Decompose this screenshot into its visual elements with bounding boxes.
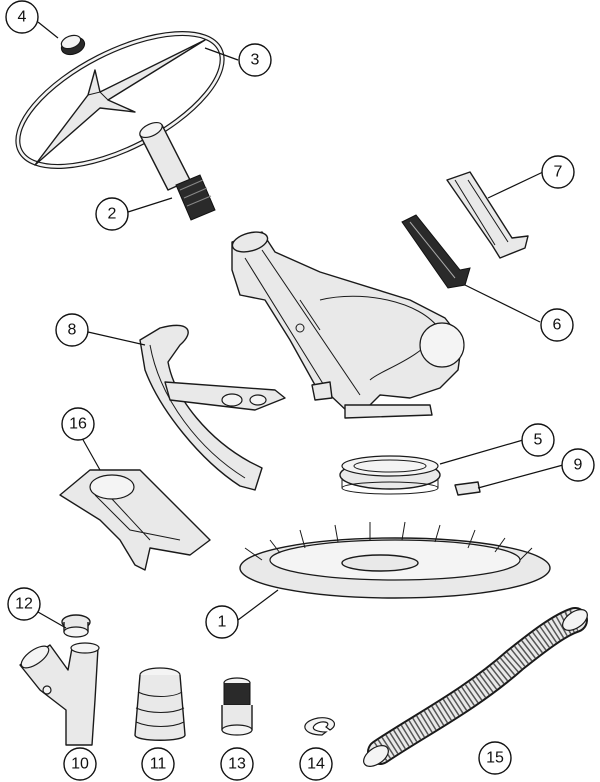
- svg-text:12: 12: [15, 596, 33, 613]
- main-body: [231, 231, 465, 419]
- callout-1: 1: [205, 605, 239, 639]
- part-5-foot-ring: [339, 455, 441, 495]
- svg-text:16: 16: [69, 416, 87, 433]
- part-11-connector: [134, 667, 186, 741]
- callout-8: 8: [55, 313, 89, 347]
- callout-5: 5: [521, 423, 555, 457]
- svg-text:7: 7: [554, 164, 563, 181]
- callout-15: 15: [478, 741, 512, 775]
- svg-text:11: 11: [150, 756, 167, 773]
- callout-13: 13: [220, 747, 254, 781]
- svg-text:13: 13: [228, 756, 246, 773]
- part-1-skirt: [239, 521, 551, 599]
- svg-text:5: 5: [534, 432, 543, 449]
- callout-7: 7: [541, 155, 575, 189]
- svg-text:3: 3: [251, 52, 260, 69]
- part-4-cap: [60, 34, 86, 56]
- leader-lines: [37, 21, 564, 629]
- svg-text:9: 9: [574, 457, 583, 474]
- callout-6: 6: [540, 308, 574, 342]
- part-14-clip: [304, 717, 335, 736]
- svg-text:2: 2: [108, 206, 117, 223]
- part-6-handle: [401, 214, 471, 289]
- part-7-strap: [446, 171, 529, 259]
- part-12-collar: [61, 614, 91, 638]
- svg-text:10: 10: [71, 756, 89, 773]
- part-16-plate: [59, 469, 211, 571]
- part-15-hose: [363, 607, 588, 767]
- part-8-handle-frame: [139, 324, 286, 491]
- callout-9: 9: [561, 448, 595, 482]
- callout-11: 11: [141, 747, 175, 781]
- part-9-pin: [454, 481, 481, 496]
- part-3-deflector-wheel: [15, 31, 225, 169]
- part-2-swivel-tube: [139, 121, 216, 221]
- callout-14: 14: [299, 747, 333, 781]
- callout-2: 2: [95, 197, 129, 231]
- part-10-y-connector: [19, 642, 100, 746]
- svg-text:6: 6: [553, 317, 562, 334]
- svg-text:14: 14: [307, 756, 325, 773]
- svg-text:1: 1: [218, 614, 227, 631]
- part-13-adaptor: [221, 677, 253, 736]
- callout-3: 3: [238, 43, 272, 77]
- callout-4: 4: [5, 0, 39, 34]
- svg-text:8: 8: [68, 322, 77, 339]
- callout-16: 16: [61, 407, 95, 441]
- callout-12: 12: [7, 587, 41, 621]
- svg-text:4: 4: [18, 9, 27, 26]
- svg-text:15: 15: [486, 750, 504, 767]
- callout-10: 10: [63, 747, 97, 781]
